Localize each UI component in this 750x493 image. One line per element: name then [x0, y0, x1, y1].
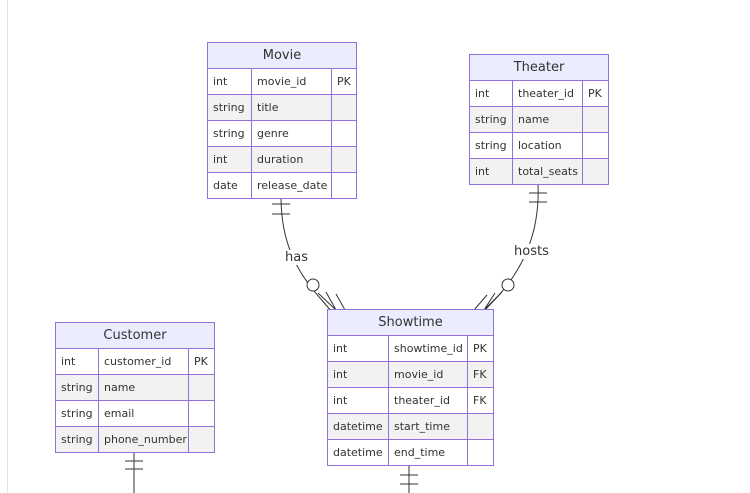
attribute-type: int: [333, 394, 348, 407]
attribute-name: genre: [251, 121, 331, 146]
attribute-type: int: [333, 368, 348, 381]
attribute-name: phone_number: [98, 427, 188, 452]
theater-attribute-row: int total_seats: [470, 158, 608, 184]
customer-attribute-row: string name: [56, 374, 214, 400]
customer-attribute-row: int customer_id PK: [56, 349, 214, 374]
movie-entity[interactable]: Movie int movie_id PK string title strin…: [207, 42, 357, 199]
attribute-type: datetime: [333, 420, 383, 433]
attribute-key: PK: [188, 349, 214, 374]
attribute-name: theater_id: [388, 388, 467, 413]
left-divider: [7, 0, 8, 493]
theater-entity[interactable]: Theater int theater_id PK string name st…: [469, 54, 609, 185]
customer-entity[interactable]: Customer int customer_id PK string name …: [55, 322, 215, 453]
showtime-attribute-row: datetime start_time: [328, 413, 493, 439]
showtime-entity-title: Showtime: [328, 310, 493, 336]
attribute-key: [188, 375, 214, 400]
showtime-attribute-row: int movie_id FK: [328, 361, 493, 387]
attribute-key: FK: [467, 388, 493, 413]
attribute-name: movie_id: [251, 69, 331, 94]
attribute-name: name: [98, 375, 188, 400]
attribute-type: int: [475, 165, 490, 178]
attribute-name: name: [512, 107, 582, 132]
attribute-key: [331, 121, 356, 146]
attribute-key: PK: [467, 336, 493, 361]
attribute-type: date: [213, 179, 238, 192]
attribute-name: theater_id: [512, 81, 582, 106]
hosts-many-crowfoot: [473, 291, 503, 311]
attribute-key: [331, 147, 356, 172]
movie-entity-title: Movie: [208, 43, 356, 69]
attribute-key: [582, 159, 608, 184]
attribute-type: int: [333, 342, 348, 355]
attribute-type: string: [213, 101, 245, 114]
movie-attribute-row: int duration: [208, 146, 356, 172]
attribute-type: string: [61, 433, 93, 446]
movie-attribute-row: string genre: [208, 120, 356, 146]
attribute-key: FK: [467, 362, 493, 387]
attribute-name: showtime_id: [388, 336, 467, 361]
attribute-key: PK: [582, 81, 608, 106]
hosts-zero-marker: [501, 278, 515, 292]
attribute-name: title: [251, 95, 331, 120]
attribute-key: [467, 414, 493, 439]
attribute-type: datetime: [333, 446, 383, 459]
attribute-type: string: [61, 381, 93, 394]
attribute-type: string: [213, 127, 245, 140]
attribute-name: release_date: [251, 173, 331, 198]
has-many-crowfoot: [317, 291, 346, 311]
attribute-type: int: [213, 75, 228, 88]
showtime-attribute-row: int showtime_id PK: [328, 336, 493, 361]
has-label: has: [284, 250, 309, 265]
attribute-type: string: [475, 139, 507, 152]
customer-entity-title: Customer: [56, 323, 214, 349]
attribute-name: duration: [251, 147, 331, 172]
theater-attribute-row: string name: [470, 106, 608, 132]
attribute-key: [582, 133, 608, 158]
attribute-key: [582, 107, 608, 132]
attribute-name: start_time: [388, 414, 467, 439]
theater-attribute-row: int theater_id PK: [470, 81, 608, 106]
attribute-key: [467, 440, 493, 465]
movie-attribute-row: int movie_id PK: [208, 69, 356, 94]
attribute-key: [331, 173, 356, 198]
showtime-attribute-row: int theater_id FK: [328, 387, 493, 413]
has-zero-marker: [306, 278, 320, 292]
customer-attribute-row: string email: [56, 400, 214, 426]
attribute-name: total_seats: [512, 159, 582, 184]
attribute-key: [188, 427, 214, 452]
customer-attribute-row: string phone_number: [56, 426, 214, 452]
attribute-type: string: [475, 113, 507, 126]
hosts-label: hosts: [513, 244, 550, 259]
showtime-attribute-row: datetime end_time: [328, 439, 493, 465]
attribute-name: end_time: [388, 440, 467, 465]
movie-attribute-row: date release_date: [208, 172, 356, 198]
attribute-name: customer_id: [98, 349, 188, 374]
attribute-name: email: [98, 401, 188, 426]
attribute-type: int: [475, 87, 490, 100]
showtime-entity[interactable]: Showtime int showtime_id PK int movie_id…: [327, 309, 494, 466]
movie-attribute-row: string title: [208, 94, 356, 120]
attribute-type: int: [213, 153, 228, 166]
attribute-type: string: [61, 407, 93, 420]
attribute-key: PK: [331, 69, 356, 94]
attribute-name: movie_id: [388, 362, 467, 387]
attribute-name: location: [512, 133, 582, 158]
attribute-type: int: [61, 355, 76, 368]
attribute-key: [331, 95, 356, 120]
theater-attribute-row: string location: [470, 132, 608, 158]
attribute-key: [188, 401, 214, 426]
theater-entity-title: Theater: [470, 55, 608, 81]
